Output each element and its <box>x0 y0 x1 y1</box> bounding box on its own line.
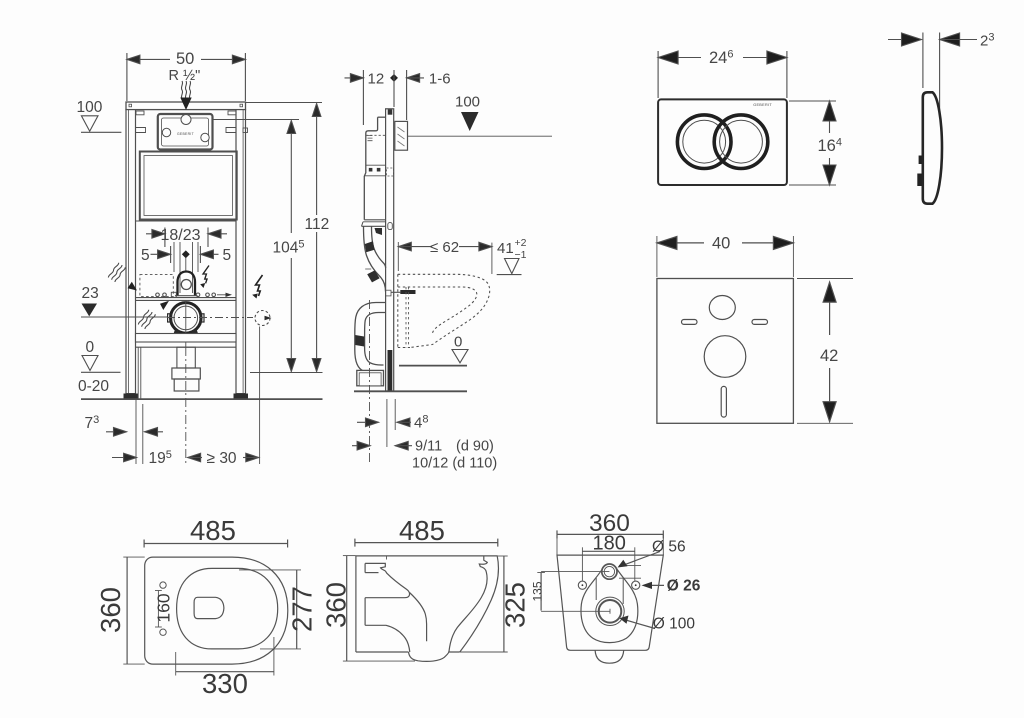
svg-text:23: 23 <box>980 32 994 50</box>
svg-text:1-6: 1-6 <box>429 71 451 88</box>
svg-text:360: 360 <box>95 587 126 633</box>
svg-text:246: 246 <box>709 49 733 68</box>
svg-text:GEBERIT: GEBERIT <box>177 132 194 136</box>
svg-text:−1: −1 <box>515 249 527 261</box>
svg-text:164: 164 <box>818 137 842 156</box>
svg-text:485: 485 <box>399 515 445 546</box>
svg-text:23: 23 <box>82 285 99 302</box>
svg-text:≥ 30: ≥ 30 <box>207 450 237 467</box>
svg-text:195: 195 <box>149 449 172 467</box>
svg-text:40: 40 <box>712 235 730 253</box>
svg-text:277: 277 <box>287 586 318 632</box>
svg-text:100: 100 <box>77 99 103 116</box>
svg-text:42: 42 <box>820 347 838 365</box>
svg-text:50: 50 <box>176 50 194 68</box>
svg-text:160: 160 <box>154 593 174 622</box>
svg-text:Ø 56: Ø 56 <box>652 539 686 556</box>
svg-text:+2: +2 <box>515 237 527 249</box>
svg-text:100: 100 <box>455 94 480 111</box>
svg-text:GEBERIT: GEBERIT <box>753 103 772 107</box>
svg-text:≤ 62: ≤ 62 <box>430 239 459 256</box>
svg-text:325: 325 <box>500 582 531 628</box>
svg-text:0: 0 <box>454 334 462 351</box>
svg-text:R ½": R ½" <box>169 68 201 84</box>
svg-text:0-20: 0-20 <box>78 378 109 395</box>
svg-text:Ø 26: Ø 26 <box>667 578 701 595</box>
svg-text:0: 0 <box>86 339 95 356</box>
svg-text:485: 485 <box>190 515 236 546</box>
svg-text:112: 112 <box>305 216 330 233</box>
svg-text:73: 73 <box>85 414 100 432</box>
svg-text:5: 5 <box>141 247 150 264</box>
svg-text:360: 360 <box>321 582 352 628</box>
svg-text:180: 180 <box>593 533 626 555</box>
svg-text:1045: 1045 <box>273 239 305 257</box>
svg-text:360: 360 <box>589 510 630 537</box>
svg-text:10/12 (d 110): 10/12 (d 110) <box>412 456 497 472</box>
svg-text:12: 12 <box>368 71 385 88</box>
svg-text:9/11: 9/11 <box>415 439 442 455</box>
svg-text:(d 90): (d 90) <box>456 439 494 455</box>
svg-text:48: 48 <box>414 414 428 432</box>
svg-text:5: 5 <box>223 247 232 264</box>
svg-text:41: 41 <box>497 240 514 257</box>
svg-text:135: 135 <box>531 581 545 601</box>
svg-text:18/23: 18/23 <box>161 227 201 244</box>
svg-text:Ø 100: Ø 100 <box>653 616 696 633</box>
svg-text:330: 330 <box>202 668 248 699</box>
